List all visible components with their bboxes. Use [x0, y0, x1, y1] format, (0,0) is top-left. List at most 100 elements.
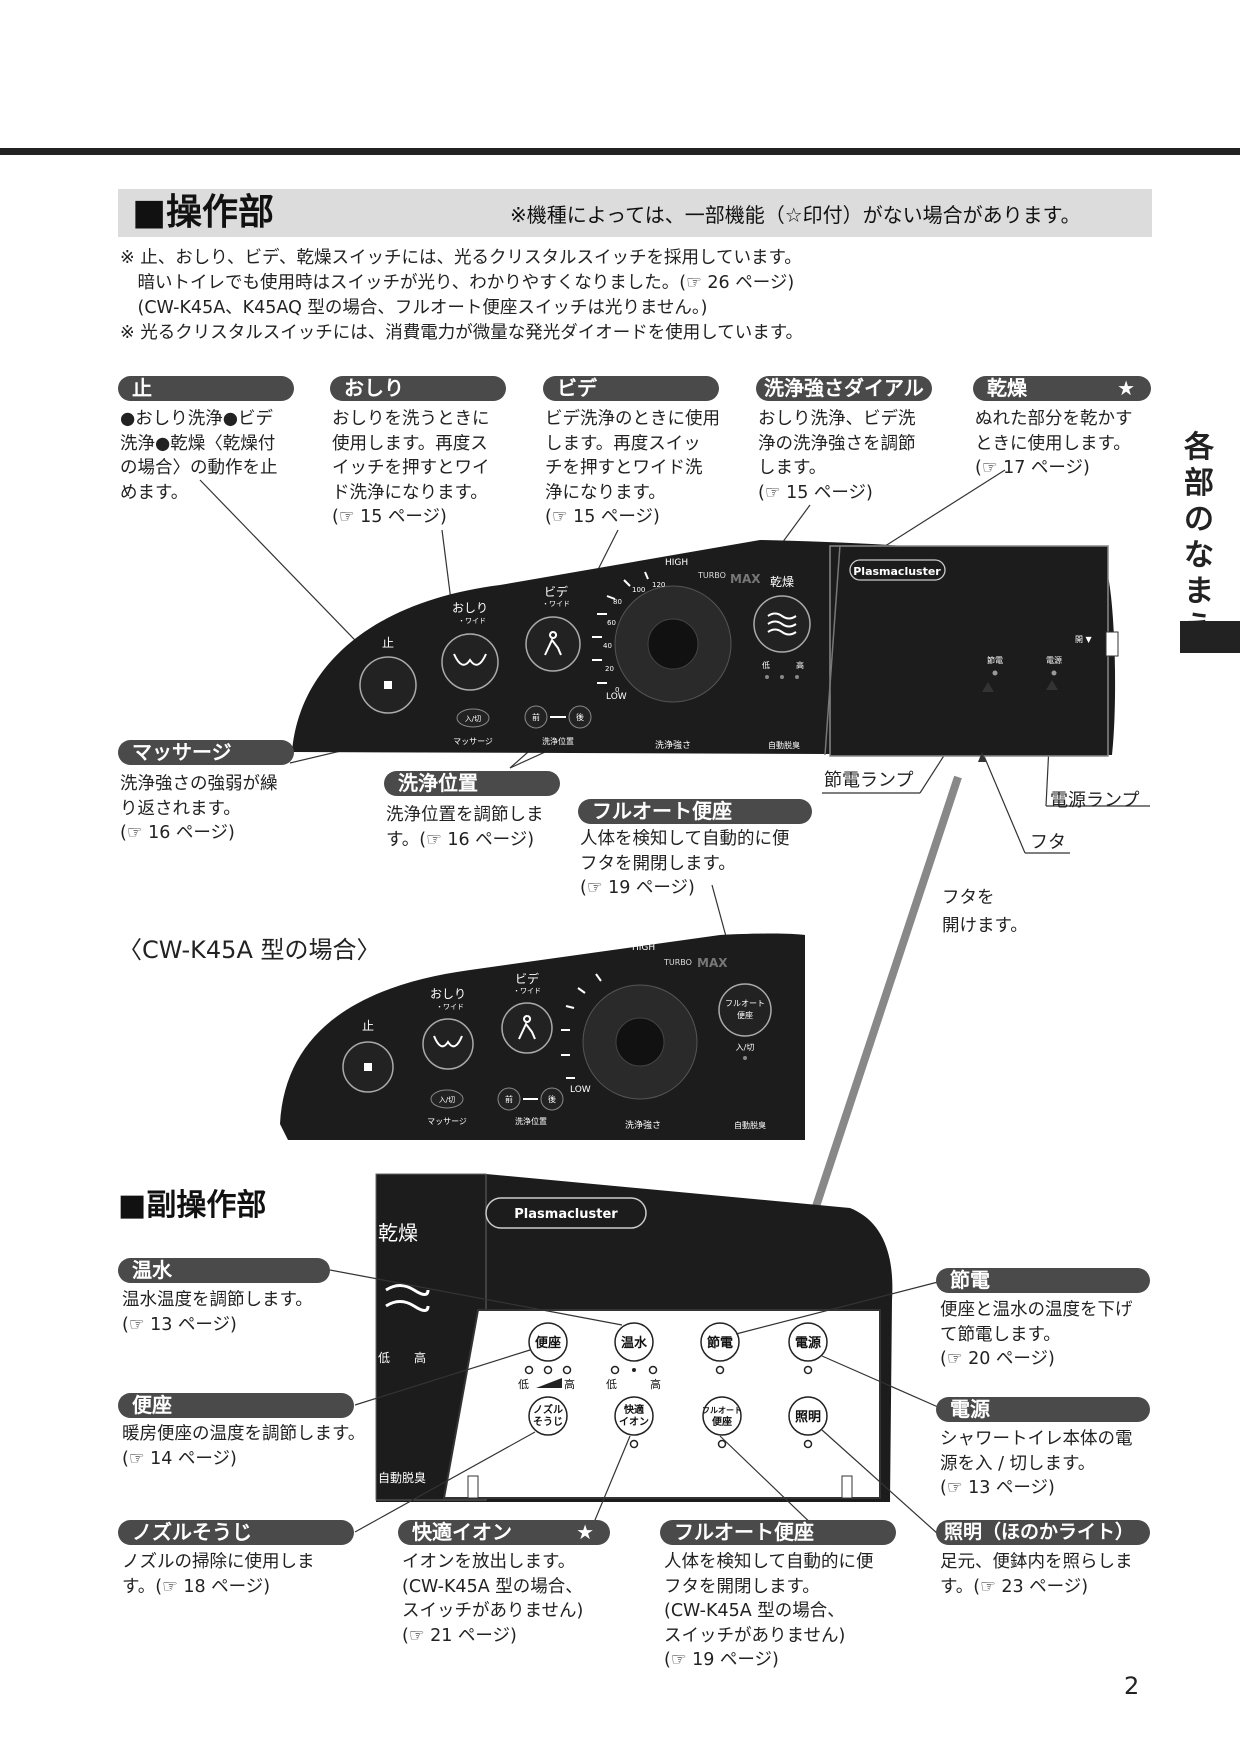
- panel-open: 開 ▼: [1075, 635, 1093, 644]
- top-rule: [0, 148, 1240, 155]
- tick-0: 0: [615, 686, 619, 694]
- label-power: 電源: [936, 1397, 1150, 1422]
- desc-setsuden: 便座と温水の温度を下げ て節電します。 (☞ 20 ページ): [940, 1300, 1133, 1369]
- callout-dengen-lamp: 電源ランプ: [1050, 790, 1140, 811]
- dengen-lamp: [1051, 670, 1057, 676]
- label-fullauto: フルオート便座: [578, 799, 812, 824]
- sub-water-button[interactable]: [614, 1322, 654, 1362]
- k45-stop-square-icon: [364, 1063, 372, 1071]
- k45-oshiri-icon: [433, 1035, 463, 1048]
- callout-futa: フタ: [1030, 832, 1066, 853]
- position-back-button[interactable]: [568, 705, 592, 729]
- sub-setsuden-button[interactable]: [700, 1322, 740, 1362]
- label-stop: 止: [118, 376, 294, 401]
- sub-ion-button[interactable]: [614, 1396, 654, 1436]
- tick-60: 60: [607, 619, 616, 627]
- setsuden-lamp: [992, 670, 998, 676]
- star-icon: ★: [1117, 376, 1135, 400]
- sub-btn-ion-1: 快適: [623, 1403, 644, 1416]
- k45-fullauto-label-2: 便座: [737, 1010, 753, 1020]
- k45-fullauto-button[interactable]: [718, 983, 772, 1037]
- k45-oshiri-label: おしり: [430, 987, 466, 1001]
- tick-100: 100: [632, 586, 645, 594]
- k45-bidet-button[interactable]: [501, 1002, 553, 1054]
- sub-btn-fullauto-2: 便座: [712, 1415, 732, 1428]
- k45-back-button[interactable]: [540, 1087, 564, 1111]
- panel-position: 洗浄位置: [542, 736, 574, 746]
- section-note: ※機種によっては、一部機能（☆印付）がない場合があります。: [510, 203, 1081, 227]
- label-oshiri: おしり: [330, 376, 506, 401]
- sub-power-button[interactable]: [788, 1322, 828, 1362]
- sub-seat-high: 高: [564, 1377, 575, 1391]
- star-icon: ★: [576, 1520, 594, 1544]
- sub-dry-wave-icon: [385, 1284, 430, 1312]
- desc-ion: イオンを放出します。 (CW-K45A 型の場合、 スイッチがありません) (☞…: [402, 1552, 584, 1646]
- desc-nozzle-clean: ノズルの掃除に使用しま す。(☞ 18 ページ): [122, 1552, 315, 1597]
- sub-plasmacluster: Plasmacluster: [514, 1207, 618, 1222]
- k45-front-button[interactable]: [497, 1087, 521, 1111]
- label-dry: 乾燥★: [973, 376, 1151, 401]
- position-front-button[interactable]: [524, 705, 548, 729]
- desc-dry: ぬれた部分を乾かす ときに使用します。 (☞ 17 ページ): [975, 409, 1133, 478]
- sub-seat-button[interactable]: [528, 1322, 568, 1362]
- desc-oshiri: おしりを洗うときに 使用します。再度ス イッチを押すとワイ ド洗浄になります。 …: [332, 409, 490, 527]
- k45-back: 後: [548, 1094, 556, 1104]
- label-massage: マッサージ: [118, 740, 294, 765]
- panel-stop-label: 止: [382, 636, 394, 650]
- sub-btn-water: 温水: [621, 1335, 648, 1351]
- k45-oshiri-button[interactable]: [422, 1018, 474, 1070]
- intro-notes: ※ 止、おしり、ビデ、乾燥スイッチには、光るクリスタルスイッチを採用しています。…: [120, 248, 803, 343]
- sub-btn-seat: 便座: [535, 1335, 561, 1351]
- label-setsuden: 節電: [936, 1268, 1150, 1293]
- desc-fullauto: 人体を検知して自動的に便 フタを開閉します。 (☞ 19 ページ): [580, 829, 790, 898]
- label-bidet: ビデ: [543, 376, 719, 401]
- sub-btn-nozzle-2: そうじ: [533, 1416, 563, 1428]
- k45-turbo: TURBO: [663, 958, 692, 967]
- bidet-icon: [544, 631, 562, 656]
- sub-light-button[interactable]: [788, 1396, 828, 1436]
- sub-nozzle-clean-button[interactable]: [528, 1396, 568, 1436]
- sub-btn-nozzle-1: ノズル: [533, 1403, 563, 1416]
- massage-button[interactable]: [456, 708, 490, 728]
- k45-stop-label: 止: [362, 1019, 374, 1033]
- k45-deodorize: 自動脱臭: [734, 1120, 766, 1130]
- oshiri-button[interactable]: [441, 633, 499, 691]
- tick-80: 80: [613, 598, 622, 606]
- sub-btn-light: 照明: [795, 1410, 821, 1425]
- k45-massage: マッサージ: [427, 1117, 467, 1126]
- model-title: 〈CW-K45A 型の場合〉: [118, 936, 381, 964]
- panel-massage-onoff: 入/切: [465, 715, 481, 723]
- panel-massage: マッサージ: [453, 737, 493, 746]
- panel-strength: 洗浄強さ: [655, 739, 691, 751]
- k45-low: LOW: [570, 1085, 591, 1095]
- sub-dry-high: 高: [414, 1350, 426, 1365]
- panel-front: 前: [532, 712, 540, 722]
- desc-bidet: ビデ洗浄のときに使用 します。再度スイッ チを押すとワイド洗 浄になります。 (…: [545, 409, 720, 527]
- panel-oshiri-wide: ・ワイド: [458, 617, 486, 625]
- label-nozzle-clean: ノズルそうじ: [118, 1520, 354, 1545]
- k45-front: 前: [505, 1094, 513, 1104]
- panel-setsuden: 節電: [987, 655, 1003, 665]
- bidet-button[interactable]: [525, 616, 581, 672]
- panel-turbo: TURBO: [697, 571, 726, 580]
- section-title: ■操作部: [132, 192, 275, 233]
- label-fullauto-sub: フルオート便座: [660, 1520, 896, 1545]
- panel-plasmacluster: Plasmacluster: [853, 565, 941, 578]
- desc-position: 洗浄位置を調節しま す。(☞ 16 ページ): [386, 805, 544, 850]
- k45-massage-onoff: 入/切: [439, 1096, 455, 1104]
- callout-setsuden-lamp: 節電ランプ: [824, 770, 914, 791]
- k45-position: 洗浄位置: [515, 1116, 547, 1126]
- panel-back: 後: [576, 712, 584, 722]
- k45-massage-button[interactable]: [430, 1089, 464, 1109]
- label-position: 洗浄位置: [384, 771, 560, 796]
- sub-deodorize: 自動脱臭: [378, 1470, 426, 1485]
- desc-dial: おしり洗浄、ビデ洗 浄の洗浄強さを調節 します。 (☞ 15 ページ): [758, 409, 916, 503]
- label-seat: 便座: [118, 1393, 354, 1418]
- callout-futa-open: フタを 開けます。: [942, 888, 1028, 936]
- label-ion: 快適イオン★: [398, 1520, 610, 1545]
- sub-btn-setsuden: 節電: [707, 1335, 733, 1351]
- panel-high: HIGH: [665, 558, 688, 568]
- stop-square-icon: [384, 681, 392, 689]
- sub-fullauto-button[interactable]: [702, 1396, 742, 1436]
